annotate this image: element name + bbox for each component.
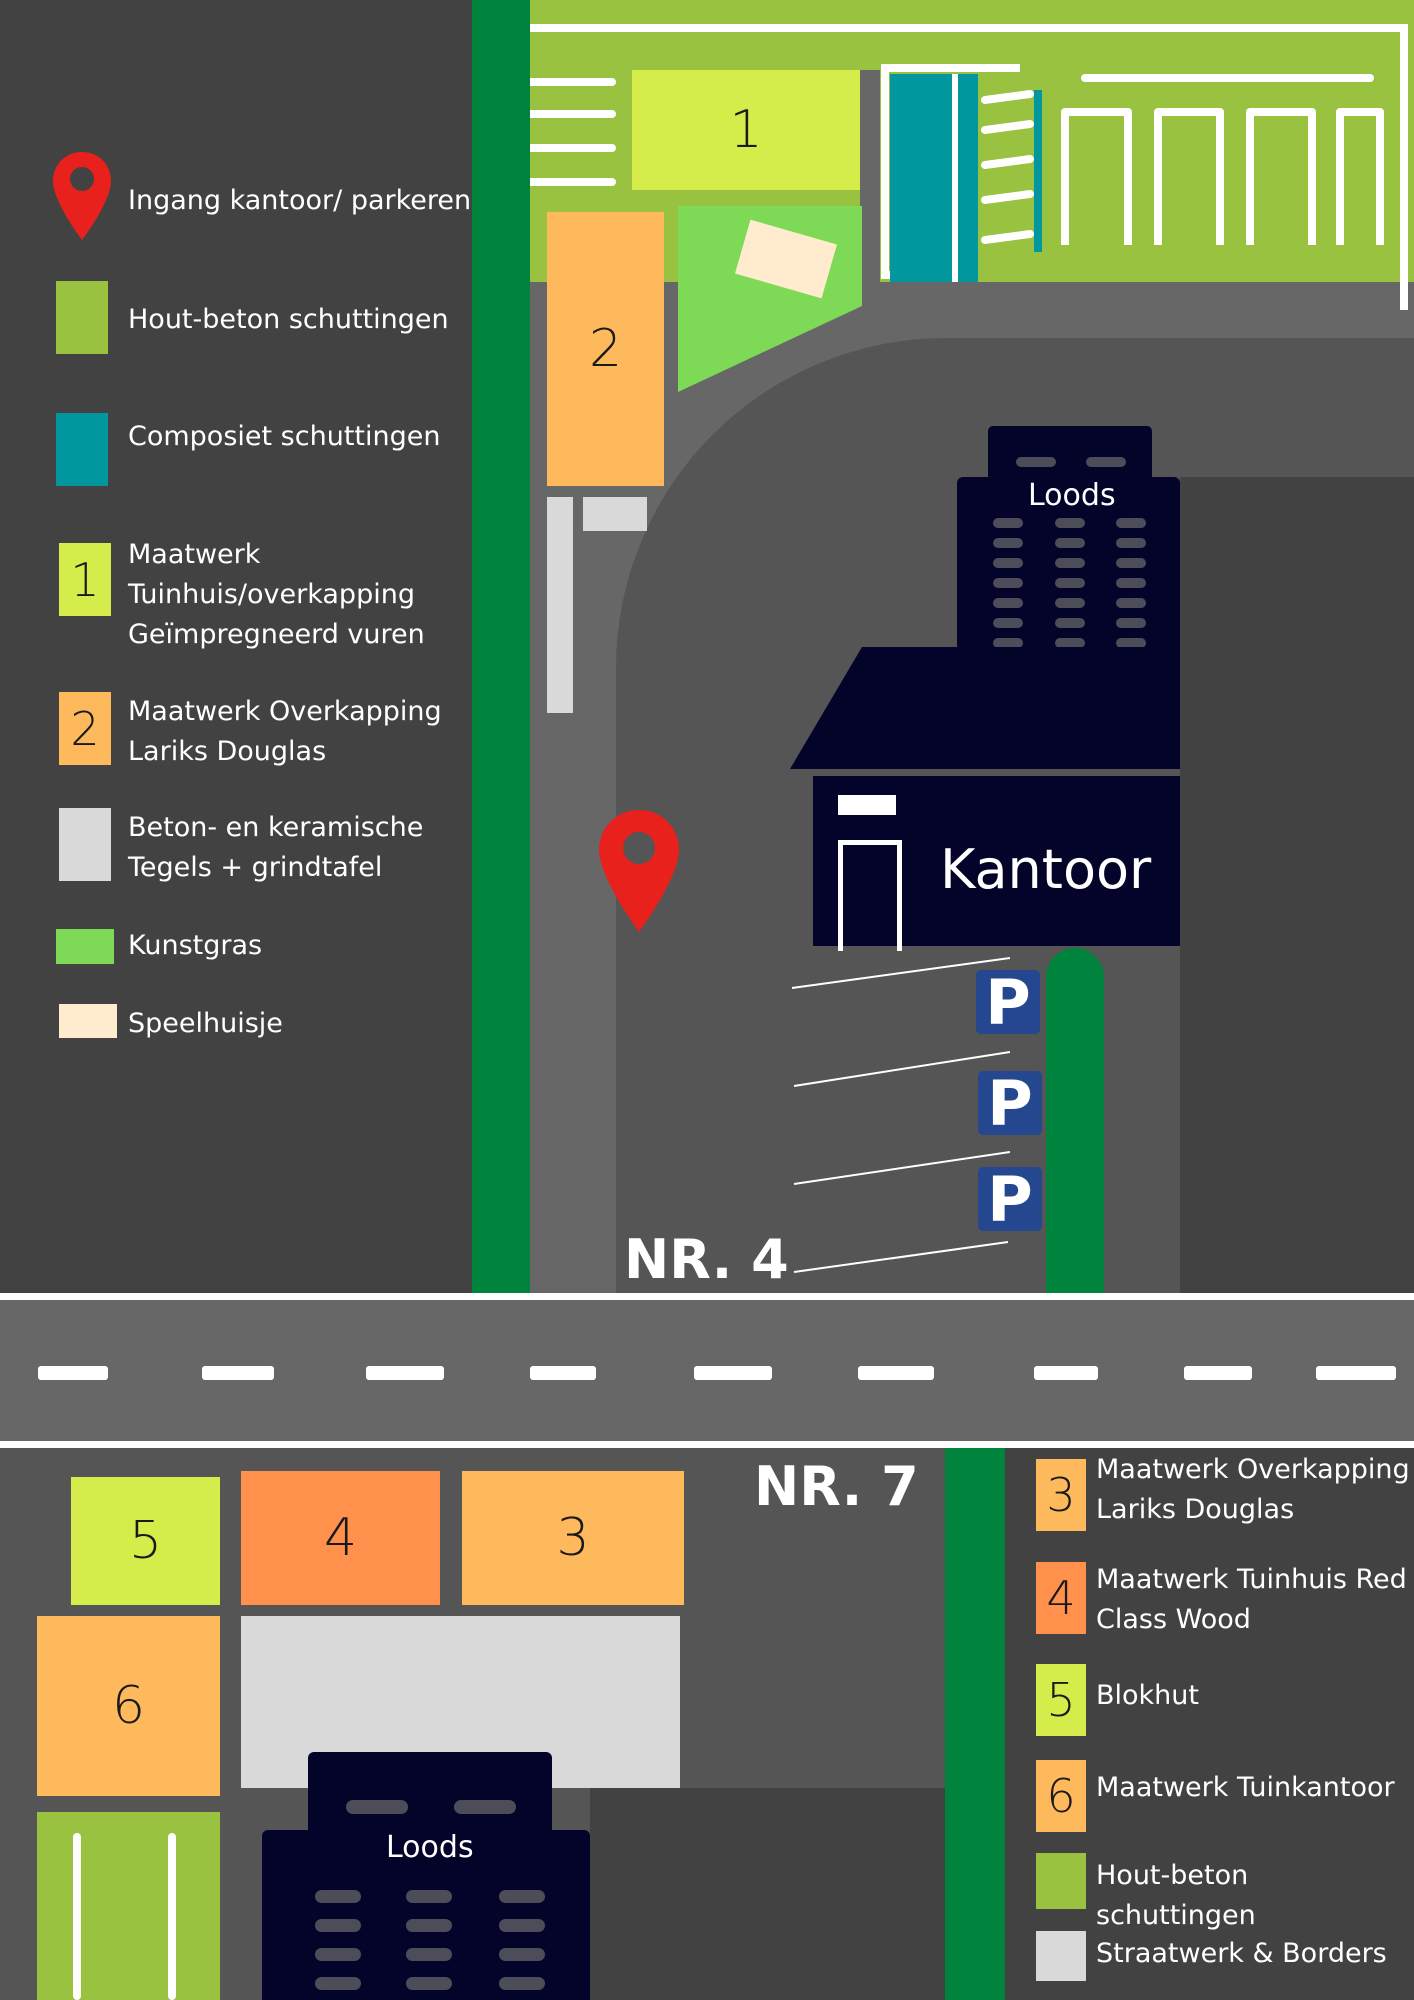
hedge-left [472, 0, 530, 1293]
neighbor-lot [1180, 477, 1414, 1293]
loods-bottom-label: Loods [386, 1830, 474, 1865]
road-marking [38, 1366, 108, 1380]
swatch-tiles [59, 808, 111, 881]
road-marking [1034, 1366, 1098, 1380]
road-marking [366, 1366, 444, 1380]
legend-label-entrance: Ingang kantoor/ parkeren [128, 185, 472, 216]
legend-label-paving: Straatwerk & Borders [1096, 1938, 1387, 1969]
parking-sign-icon: P [978, 1163, 1042, 1236]
swatch-plot-3: 3 [1036, 1459, 1086, 1531]
neighbor-lot-bottom [590, 1788, 945, 2000]
legend-label-plot-5: Blokhut [1096, 1680, 1199, 1711]
road-marking [202, 1366, 274, 1380]
entrance-pin-icon [599, 810, 679, 932]
road-marking [858, 1366, 934, 1380]
hedge-parking [1046, 948, 1104, 1293]
loods-bottom-roof [308, 1752, 552, 1832]
swatch-wood-concrete-fence-bottom [1036, 1853, 1086, 1909]
legend-label-wood-concrete-fence-bottom: Hout-beton schuttingen [1096, 1860, 1256, 1931]
road-marking [530, 1366, 596, 1380]
swatch-plot-6: 6 [1036, 1760, 1086, 1832]
legend-label-wood-concrete-fence: Hout-beton schuttingen [128, 304, 449, 335]
office-door [838, 840, 902, 951]
house-number-7: NR. 7 [754, 1455, 919, 1518]
office-window [838, 795, 896, 815]
swatch-paving [1036, 1931, 1086, 1981]
loods-top-label: Loods [1028, 478, 1116, 513]
legend-label-playhouse: Speelhuisje [128, 1008, 283, 1039]
fence-post [73, 1833, 81, 2000]
legend-label-plot-6: Maatwerk Tuinkantoor [1096, 1772, 1395, 1803]
garden-gap [860, 70, 880, 282]
legend-label-tiles: Beton- en keramische Tegels + grindtafel [128, 812, 424, 883]
fence-lawn-bottom [37, 1812, 220, 2000]
office-roof [790, 647, 1180, 769]
composite-fence-block [890, 74, 978, 282]
plot-5: 5 [71, 1477, 220, 1605]
legend-label-plot-2: Maatwerk Overkapping Lariks Douglas [128, 696, 442, 767]
house-number-4: NR. 4 [624, 1228, 789, 1291]
parking-sign-icon: P [978, 1067, 1042, 1140]
tiles-strip [547, 497, 573, 713]
fence-post [168, 1833, 176, 2000]
plot-2: 2 [547, 212, 664, 486]
swatch-artificial-grass [56, 929, 114, 964]
road-marking [1316, 1366, 1396, 1380]
swatch-playhouse [59, 1004, 117, 1038]
swatch-plot-1: 1 [59, 543, 111, 616]
road-marking [694, 1366, 772, 1380]
location-pin-icon [53, 152, 111, 240]
vent [1016, 457, 1056, 467]
swatch-wood-concrete-fence [56, 281, 108, 354]
road-edge-top [0, 1293, 1414, 1300]
loods-top-roof [988, 426, 1152, 480]
hedge-right [945, 1448, 1005, 2000]
plot-1: 1 [632, 70, 860, 190]
parking-lines [791, 957, 1010, 1273]
tiles-block [583, 497, 647, 531]
vent [1086, 457, 1126, 467]
plot-6: 6 [37, 1616, 220, 1796]
legend-label-plot-1: Maatwerk Tuinhuis/overkapping Geïmpregne… [128, 539, 425, 650]
legend-label-artificial-grass: Kunstgras [128, 930, 263, 961]
legend-label-plot-4: Maatwerk Tuinhuis Red Class Wood [1096, 1564, 1407, 1635]
vent [454, 1800, 516, 1814]
office-label: Kantoor [940, 838, 1152, 901]
swatch-composite-fence [56, 413, 108, 486]
vent [346, 1800, 408, 1814]
swatch-plot-4: 4 [1036, 1562, 1086, 1634]
legend-label-plot-3: Maatwerk Overkapping Lariks Douglas [1096, 1454, 1410, 1525]
swatch-plot-2: 2 [59, 692, 111, 765]
swatch-plot-5: 5 [1036, 1664, 1086, 1736]
road-marking [1184, 1366, 1252, 1380]
plot-3: 3 [462, 1471, 684, 1605]
loods-bottom [262, 1830, 590, 2000]
road-edge-bottom [0, 1441, 1414, 1448]
composite-fence-post [952, 74, 958, 282]
plot-4: 4 [241, 1471, 440, 1605]
parking-sign-icon: P [976, 966, 1040, 1039]
legend-label-composite-fence: Composiet schuttingen [128, 421, 441, 452]
